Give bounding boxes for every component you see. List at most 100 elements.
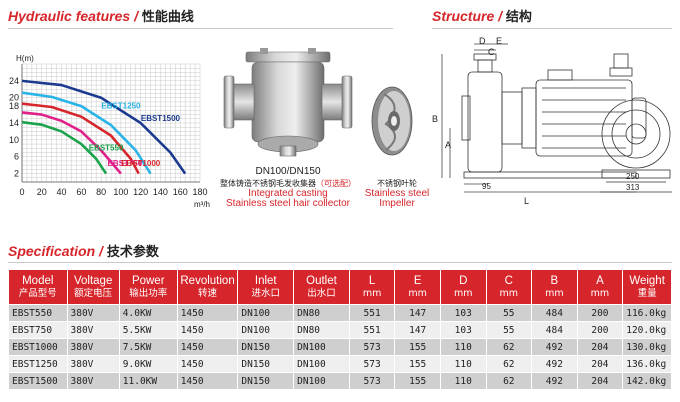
series-label: EBST1250 <box>101 101 141 110</box>
dim-label-95: 95 <box>482 182 491 191</box>
column-header-cn: mm <box>590 287 610 299</box>
structure-front-view <box>600 53 672 193</box>
table-cell: 551 <box>349 322 395 338</box>
table-cell: 573 <box>349 356 395 372</box>
y-tick-label: 18 <box>9 101 19 111</box>
collector-size: DN100/DN150 <box>255 166 321 177</box>
table-cell: 9.0KW <box>119 356 177 372</box>
table-cell: 155 <box>395 356 440 372</box>
specification-divider <box>8 262 672 263</box>
x-tick-label: 160 <box>173 187 188 197</box>
table-cell: 573 <box>349 373 395 389</box>
column-header-en: A <box>596 274 604 287</box>
series-label: EBST550 <box>89 143 124 152</box>
column-header-en: Outlet <box>306 274 337 287</box>
collector-cn: 整体铸造不锈钢毛发收集器 <box>220 179 316 188</box>
heading-en: Specification <box>8 243 96 259</box>
table-cell: 110 <box>440 356 486 372</box>
table-cell: EBST1500 <box>9 373 67 389</box>
structure-heading: Structure / 结构 <box>432 6 532 25</box>
column-header-cn: mm <box>453 287 473 299</box>
table-cell: 155 <box>395 339 440 355</box>
heading-cn: 性能曲线 <box>141 10 194 25</box>
table-cell: DN100 <box>294 339 349 355</box>
table-cell: 200 <box>577 322 623 338</box>
dim-label-a: A <box>445 140 452 150</box>
x-tick-label: 40 <box>57 187 67 197</box>
column-header-en: Weight <box>629 274 665 287</box>
heading-cn: 技术参数 <box>106 245 159 260</box>
table-cell: EBST750 <box>9 322 67 338</box>
column-header-en: C <box>504 274 513 287</box>
series-line-ebst1000 <box>21 102 140 175</box>
x-tick-label: 60 <box>76 187 86 197</box>
hair-collector-image <box>223 48 353 157</box>
series-label: EBST750 <box>108 159 143 168</box>
y-tick-label: 10 <box>9 135 19 145</box>
impeller-image <box>371 86 413 156</box>
x-tick-label: 80 <box>96 187 106 197</box>
x-tick-label: 120 <box>133 187 148 197</box>
hydraulic-divider <box>8 28 393 29</box>
column-header-cn: 重量 <box>637 287 657 299</box>
table-cell: DN100 <box>238 322 294 338</box>
table-cell: DN80 <box>294 322 349 338</box>
x-axis-label: m³/h <box>194 200 210 209</box>
table-cell: 492 <box>532 373 577 389</box>
column-header-cn: 产品型号 <box>18 287 57 299</box>
collector-optional-note: （可选配） <box>316 179 356 188</box>
table-cell: 130.0kg <box>623 339 671 355</box>
hydraulic-features-heading: Hydraulic features / 性能曲线 <box>8 6 194 25</box>
series-line-ebst1250 <box>21 91 152 175</box>
table-cell: DN150 <box>238 339 294 355</box>
dim-label-l: L <box>524 196 530 206</box>
table-cell: 110 <box>440 373 486 389</box>
table-cell: 1450 <box>177 373 238 389</box>
dim-label-d: D <box>479 36 486 46</box>
table-cell: 204 <box>577 356 623 372</box>
impeller-cn: 不锈钢叶轮 <box>377 179 417 188</box>
table-cell: 573 <box>349 339 395 355</box>
heading-slash: / <box>99 243 103 259</box>
impeller-en1: Stainless steel <box>364 188 430 199</box>
heading-slash: / <box>498 8 503 24</box>
table-cell: 103 <box>440 305 486 321</box>
table-cell: 204 <box>577 339 623 355</box>
column-header-en: Model <box>22 274 54 287</box>
series-label: EBST1000 <box>121 159 161 168</box>
table-cell: 492 <box>532 339 577 355</box>
dim-label-313: 313 <box>626 183 640 192</box>
y-tick-label: 2 <box>14 169 19 179</box>
table-cell: 55 <box>486 322 532 338</box>
table-cell: 551 <box>349 305 395 321</box>
x-tick-label: 180 <box>192 187 207 197</box>
column-header-en: Revolution <box>180 274 235 287</box>
table-cell: 380V <box>67 339 119 355</box>
y-axis-label: H(m) <box>16 54 34 63</box>
column-header-en: E <box>413 274 422 287</box>
table-cell: EBST1000 <box>9 339 67 355</box>
column-header-en: Inlet <box>254 274 277 287</box>
heading-cn: 结构 <box>505 10 532 25</box>
dim-label-b: B <box>432 114 439 124</box>
table-cell: 62 <box>486 356 532 372</box>
y-tick-label: 6 <box>14 152 19 162</box>
x-tick-label: 100 <box>113 187 128 197</box>
table-cell: 110 <box>440 339 486 355</box>
table-cell: 7.5KW <box>119 339 177 355</box>
x-tick-label: 0 <box>19 187 24 197</box>
table-cell: 1450 <box>177 356 238 372</box>
table-cell: 120.0kg <box>623 322 671 338</box>
